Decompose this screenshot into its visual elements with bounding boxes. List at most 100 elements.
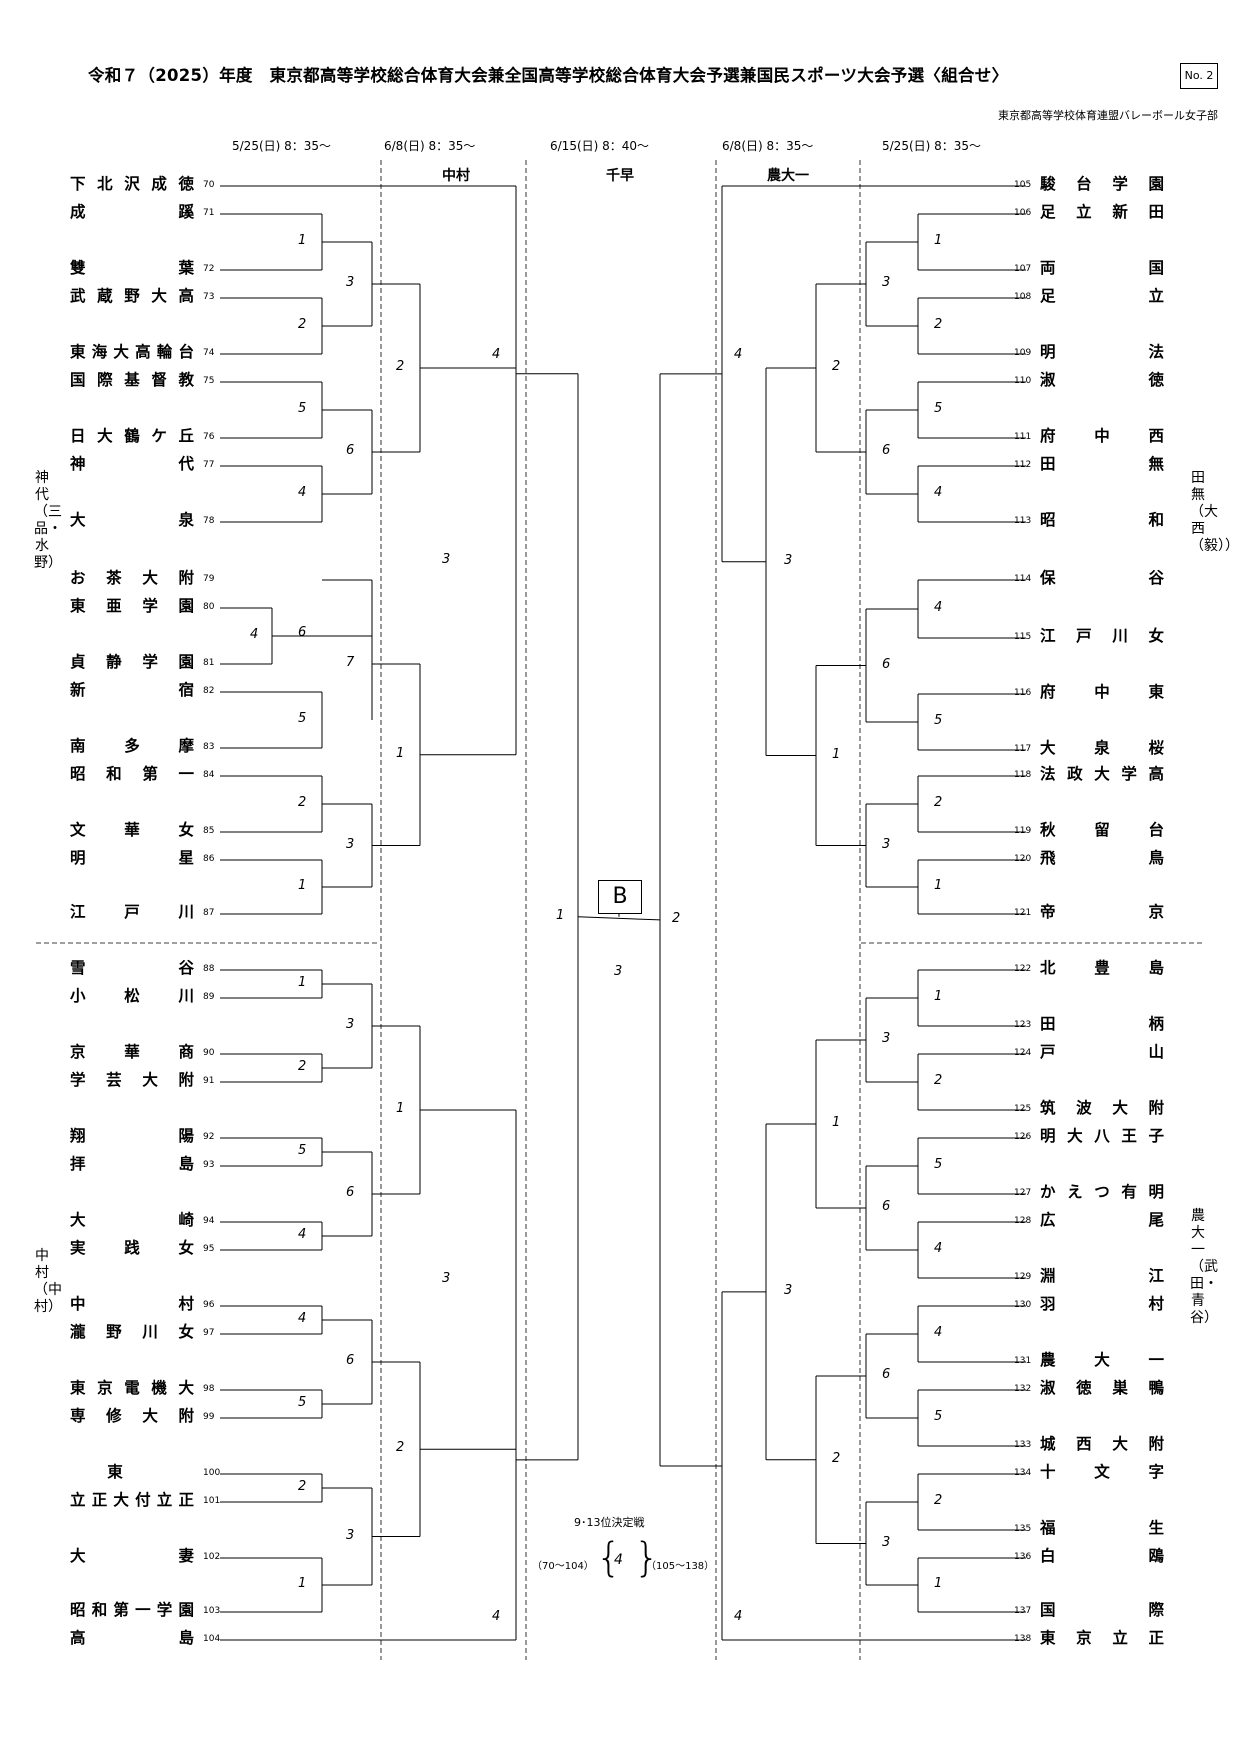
team-name-char: 十 — [1040, 1463, 1056, 1481]
team-name-char: 附 — [178, 569, 194, 587]
team-name-char: 帝 — [1040, 903, 1056, 921]
team-name-char: 崎 — [178, 1211, 194, 1229]
team-name-char: 附 — [178, 1407, 194, 1425]
team-name: 大 崎 — [70, 1210, 194, 1230]
team-name-char: 大 — [1067, 1127, 1083, 1145]
team-name: 大泉桜 — [1040, 738, 1164, 758]
team-name-char: 福 — [1040, 1519, 1056, 1537]
team-name-char: 西 — [1148, 427, 1164, 445]
team-seed-number: 105 — [1014, 180, 1032, 190]
court-label: 5 — [298, 1143, 307, 1158]
team-name-char: 輪 — [156, 343, 173, 361]
team-name: 東 — [70, 1462, 160, 1482]
team-seed-number: 92 — [203, 1132, 215, 1142]
team-name-char: 園 — [178, 1601, 194, 1619]
team-name-char: 京 — [70, 1043, 86, 1061]
team-seed-number: 72 — [203, 264, 215, 274]
court-label: 1 — [934, 989, 943, 1004]
team-seed-number: 113 — [1014, 516, 1032, 526]
team-name: 秋留台 — [1040, 820, 1164, 840]
team-name-char: 際 — [97, 371, 113, 389]
team-name-char: 大 — [142, 1407, 158, 1425]
team-name-char: 新 — [70, 681, 86, 699]
team-seed-number: 138 — [1014, 1634, 1032, 1644]
team-name-char: 大 — [70, 1211, 86, 1229]
team-name-char: 沢 — [124, 175, 140, 193]
team-name-char: 学 — [142, 597, 158, 615]
team-name-char: 静 — [106, 653, 122, 671]
team-name: 府中西 — [1040, 426, 1164, 446]
team-name: お茶大附 — [70, 568, 194, 588]
team-name-char: 教 — [178, 371, 194, 389]
team-name: 神 代 — [70, 454, 194, 474]
team-name: 貞静学園 — [70, 652, 194, 672]
team-name-char: 西 — [1076, 1435, 1092, 1453]
team-seed-number: 121 — [1014, 908, 1032, 918]
team-seed-number: 77 — [203, 460, 215, 470]
team-name-char: 東 — [70, 343, 86, 361]
date-round1-right: 5/25(日) 8：35～ — [882, 139, 982, 153]
team-name-char: 附 — [1148, 1099, 1164, 1117]
team-name-char: 生 — [1148, 1519, 1164, 1537]
team-name: 拝 島 — [70, 1154, 194, 1174]
team-name-char: 野 — [124, 287, 140, 305]
team-name: 立正大付立正 — [70, 1490, 194, 1510]
court-label: 4 — [934, 600, 943, 615]
team-seed-number: 134 — [1014, 1468, 1032, 1478]
final-join — [577, 916, 661, 921]
team-name-char: 成 — [70, 203, 86, 221]
court-label: 2 — [934, 317, 943, 332]
team-name: 昭 和 — [1040, 510, 1164, 530]
team-name-char: 鴨 — [1148, 1379, 1164, 1397]
team-name-char: 村 — [1148, 1295, 1164, 1313]
team-name-char: 大 — [142, 569, 158, 587]
team-name-char: 国 — [70, 371, 86, 389]
team-name: 東京立正 — [1040, 1628, 1164, 1648]
team-name-char: 機 — [151, 1379, 167, 1397]
team-name: 成 蹊 — [70, 202, 194, 222]
court-label: 4 — [298, 485, 307, 500]
court-label: 2 — [298, 1059, 307, 1074]
court-label: 3 — [882, 275, 891, 290]
venue-left: 中村 — [442, 168, 470, 184]
team-name-char: 武 — [70, 287, 86, 305]
team-name-char: 下 — [70, 175, 86, 193]
team-name: 戸 山 — [1040, 1042, 1164, 1062]
court-label: 2 — [396, 1440, 405, 1456]
team-name-char — [1094, 1600, 1110, 1620]
team-name: 白 鴎 — [1040, 1546, 1164, 1566]
team-name-char: 多 — [124, 737, 140, 755]
team-name-char: 国 — [1148, 259, 1164, 277]
team-name: 飛 鳥 — [1040, 848, 1164, 868]
team-name: 翔 陽 — [70, 1126, 194, 1146]
team-name: 広 尾 — [1040, 1210, 1164, 1230]
team-name: 駿台学園 — [1040, 174, 1164, 194]
team-name-char: 松 — [124, 987, 140, 1005]
team-name-char: 昭 — [1040, 511, 1056, 529]
team-name: 文華女 — [70, 820, 194, 840]
team-name-char: 大 — [1094, 1351, 1110, 1369]
court-label: 5 — [298, 401, 307, 416]
team-name-char: 大 — [97, 427, 113, 445]
team-name: 雙 葉 — [70, 258, 194, 278]
team-name-char: 江 — [1148, 1267, 1164, 1285]
team-seed-number: 83 — [203, 742, 215, 752]
team-name: 帝 京 — [1040, 902, 1164, 922]
court-label: 6 — [346, 1185, 355, 1200]
team-seed-number: 70 — [203, 180, 215, 190]
court-label: 5 — [298, 1395, 307, 1410]
team-name-char: 豊 — [1094, 959, 1110, 977]
team-seed-number: 106 — [1014, 208, 1032, 218]
team-seed-number: 108 — [1014, 292, 1032, 302]
team-name-char: 川 — [178, 903, 194, 921]
team-name-char: 東 — [70, 597, 86, 615]
team-name-char: 新 — [1112, 203, 1128, 221]
team-name-char — [124, 1546, 140, 1566]
team-name-char: 高 — [178, 287, 194, 305]
team-name: 東亜学園 — [70, 596, 194, 616]
court-label: 2 — [934, 1493, 943, 1508]
court-label: 3 — [346, 275, 355, 290]
court-label: 1 — [934, 878, 943, 893]
team-name-char: か — [1040, 1183, 1056, 1201]
team-name-char: 桜 — [1148, 739, 1164, 757]
